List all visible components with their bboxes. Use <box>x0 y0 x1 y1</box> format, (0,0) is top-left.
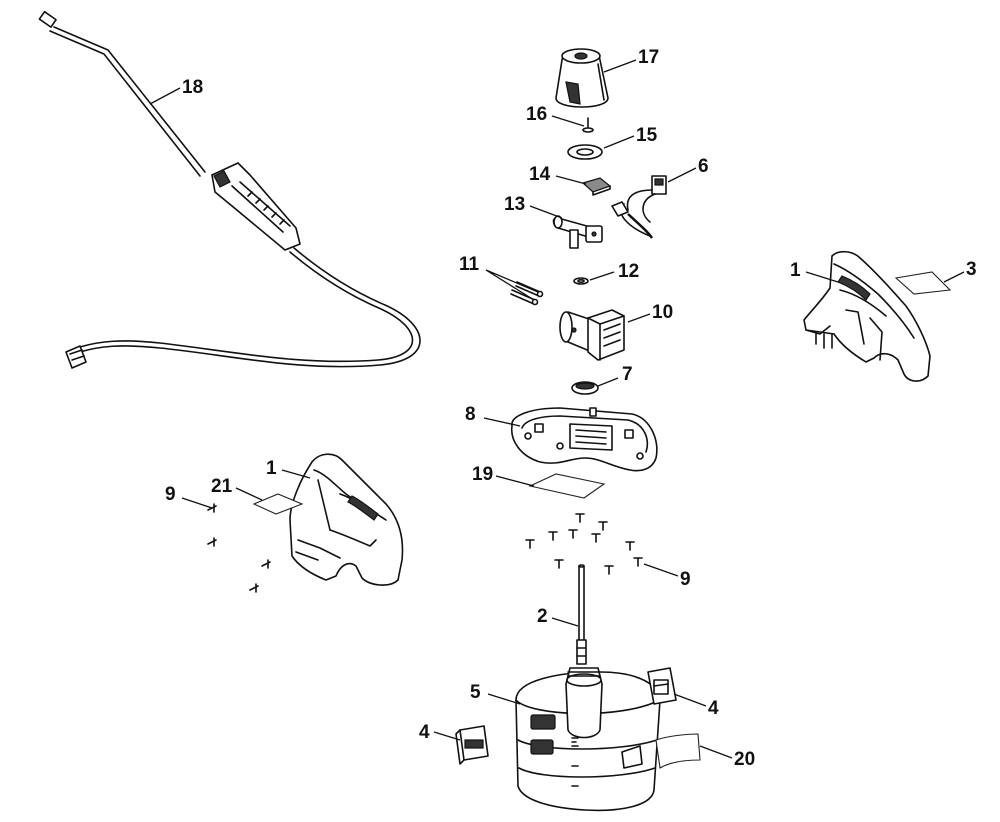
part-17-cap <box>555 48 609 108</box>
part-5-tank <box>515 667 661 812</box>
part-6-switch-and-wires <box>611 175 667 239</box>
part-13-valve <box>552 215 603 249</box>
callout-13: 13 <box>504 194 525 215</box>
callout-8: 8 <box>465 404 476 425</box>
callout-7: 7 <box>622 364 633 385</box>
callout-20: 20 <box>734 749 755 770</box>
callout-19: 19 <box>472 464 493 485</box>
callout-14: 14 <box>529 164 551 185</box>
part-12-o-ring <box>573 277 589 285</box>
part-15-washer <box>567 144 603 160</box>
callout-9-left: 9 <box>165 484 176 505</box>
callouts: 18 17 16 15 14 6 13 11 12 1 3 10 7 8 19 … <box>165 47 977 770</box>
part-4-clip-right <box>647 667 677 705</box>
part-8-base-plate <box>511 407 658 472</box>
part-20-label <box>655 733 701 769</box>
callout-10: 10 <box>652 302 673 323</box>
callout-4-right: 4 <box>708 698 719 719</box>
part-1-housing-left <box>289 453 404 586</box>
callout-18: 18 <box>182 77 203 98</box>
callout-17: 17 <box>638 47 659 68</box>
callout-5: 5 <box>470 682 481 703</box>
part-3-label <box>894 271 952 295</box>
part-4-clip-left <box>455 725 489 765</box>
callout-1-left: 1 <box>266 458 277 479</box>
callout-9-center: 9 <box>680 569 691 590</box>
part-21-label <box>252 493 304 515</box>
callout-15: 15 <box>636 125 658 146</box>
part-9-screws-center <box>525 513 643 575</box>
callout-6: 6 <box>698 156 709 177</box>
part-7-filter <box>571 381 599 395</box>
callout-1-right: 1 <box>790 260 801 281</box>
callout-4-left: 4 <box>419 722 430 743</box>
part-16-pin <box>582 117 594 133</box>
callout-16: 16 <box>526 104 547 125</box>
part-2-suction-tube <box>576 564 587 665</box>
part-1-housing-right <box>803 250 931 382</box>
callout-12: 12 <box>618 261 639 282</box>
part-11-pins <box>510 281 544 306</box>
callout-11: 11 <box>459 254 480 275</box>
callout-2: 2 <box>537 606 548 627</box>
callout-3: 3 <box>966 259 977 280</box>
part-19-label <box>528 473 606 499</box>
part-14-pad <box>581 177 612 196</box>
part-9-screws-left <box>207 503 271 593</box>
part-10-motor <box>559 309 625 361</box>
callout-21: 21 <box>211 476 233 497</box>
leader-lines <box>149 59 965 759</box>
part-18-spray-wand-and-hose <box>38 10 421 369</box>
